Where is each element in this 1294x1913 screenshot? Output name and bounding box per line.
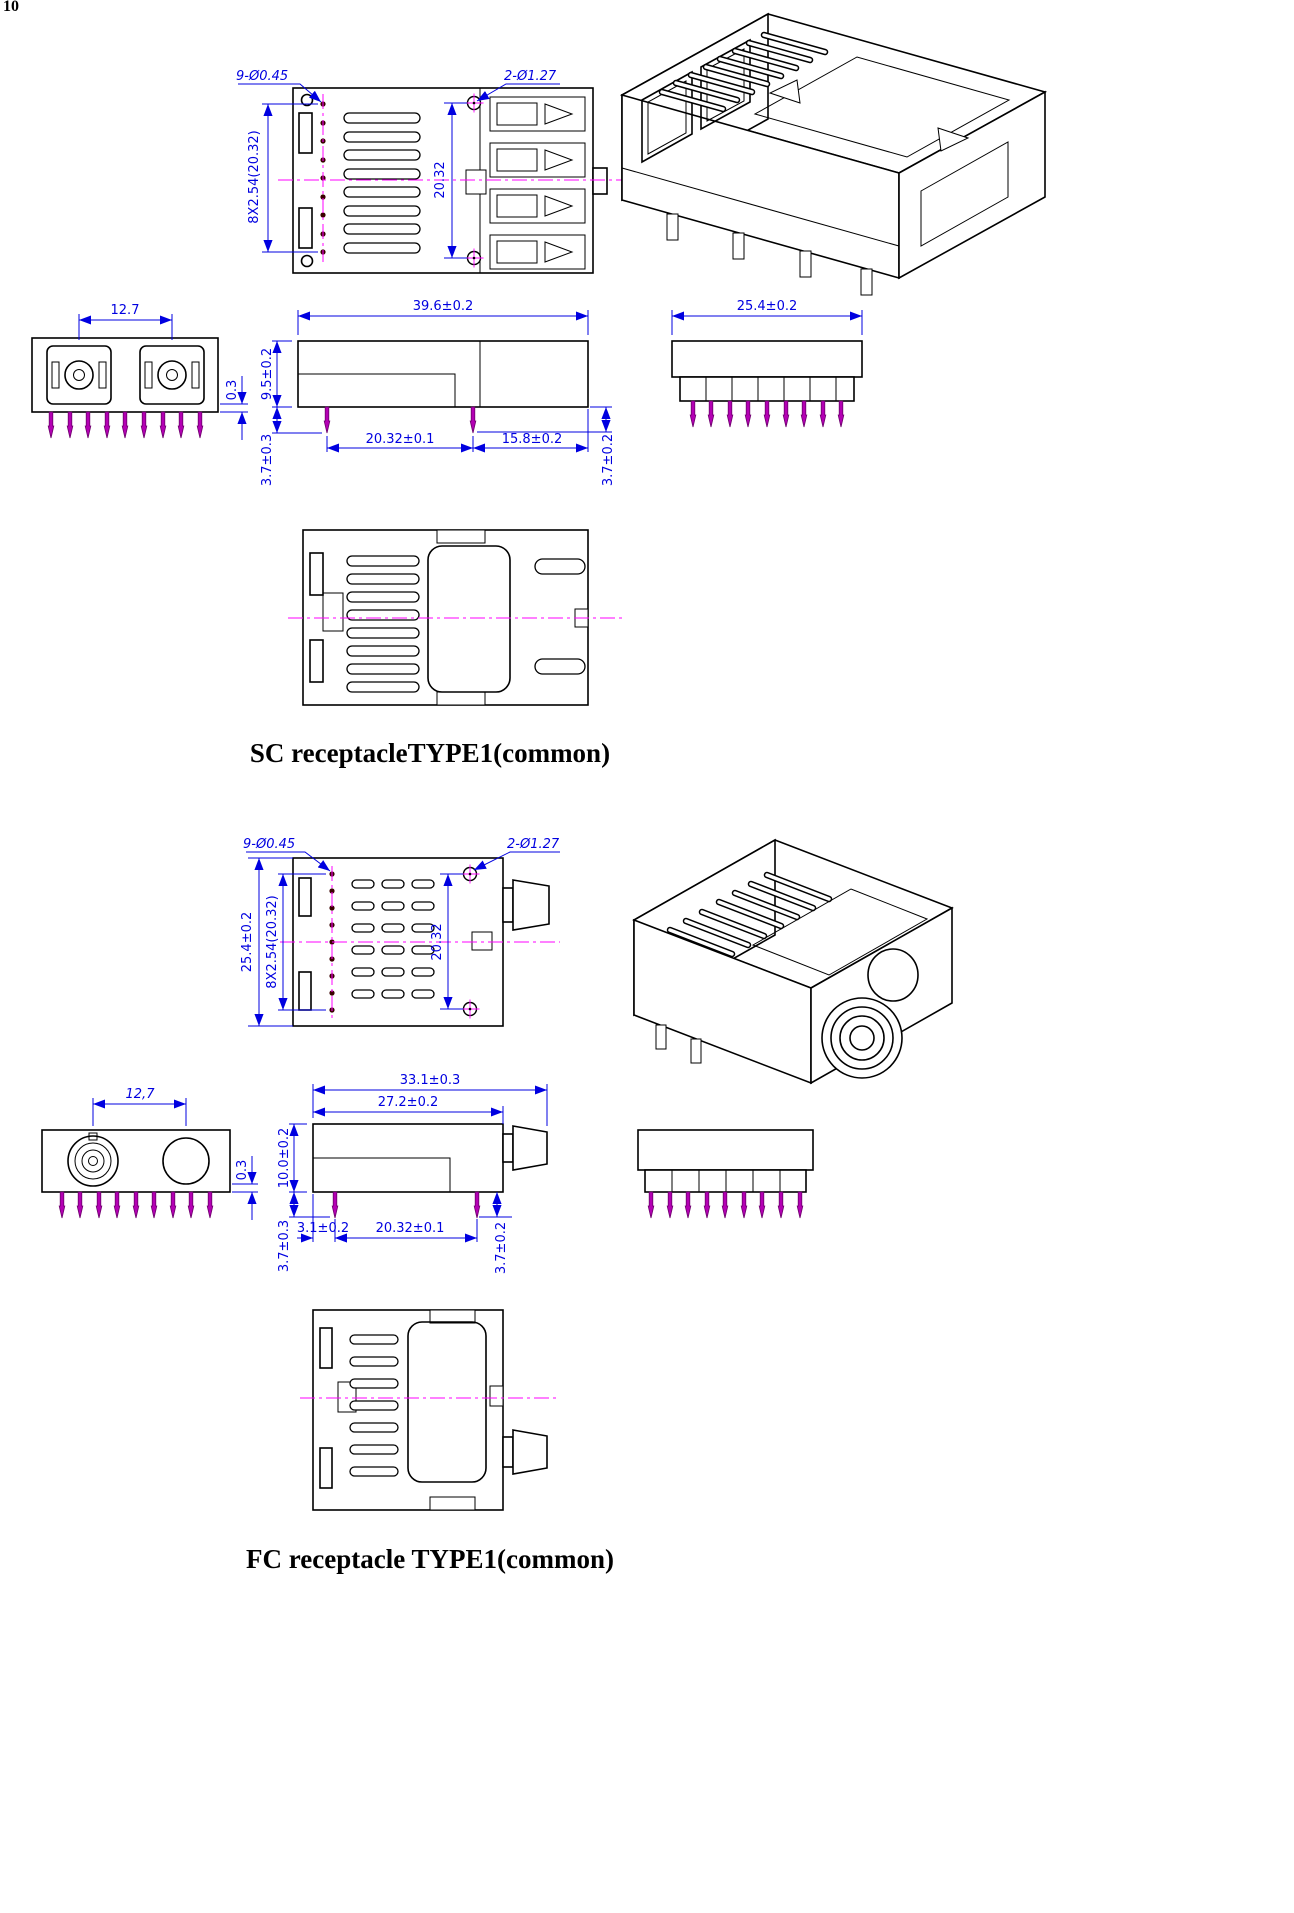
sc-dim-pin-length-rear: 3.7±0.2	[601, 434, 616, 486]
sc-rear-pins	[689, 400, 845, 428]
sc-dim-hole-span: 20.32	[433, 161, 448, 198]
sc-dim-hole-pattern-small: 9-Ø0.45	[236, 69, 288, 84]
sc-title: SC receptacleTYPE1(common)	[250, 738, 610, 768]
sc-dim-body-length: 39.6±0.2	[413, 299, 474, 314]
sc-dim-hole-pattern-large: 2-Ø1.27	[504, 69, 557, 84]
sc-dim-rear-length: 15.8±0.2	[502, 432, 563, 447]
sc-latch-windows	[489, 96, 586, 270]
fc-dim-port-spacing: 12,7	[126, 1087, 156, 1102]
sc-iso-vents	[658, 31, 829, 113]
fc-dim-overall-length: 33.1±0.3	[400, 1073, 461, 1088]
fc-dim-body-length: 27.2±0.2	[378, 1095, 439, 1110]
fc-side-view: 33.1±0.3 27.2±0.2 10.0±0.2 3.7±0.3 3.1±0…	[277, 1073, 548, 1274]
sc-front-pins	[47, 411, 204, 439]
fc-front-pins	[58, 1191, 214, 1219]
fc-dim-pin-length-front: 3.7±0.3	[277, 1220, 292, 1272]
sc-dim-pin-length-front: 3.7±0.3	[260, 434, 275, 486]
fc-front-view: 12,7 0.3	[41, 1087, 258, 1220]
fc-isometric-view	[632, 838, 954, 1085]
page-number-artifact: 10	[3, 0, 19, 15]
fc-title: FC receptacle TYPE1(common)	[246, 1544, 614, 1574]
fc-dim-hole-pattern-large: 2-Ø1.27	[507, 837, 560, 852]
sc-isometric-view	[619, 12, 1048, 296]
fc-dim-body-height: 10.0±0.2	[277, 1128, 292, 1189]
sc-front-view: 12.7 0.3	[31, 303, 248, 440]
fc-dim-hole-span: 20.32	[430, 923, 445, 960]
fc-vent-slots	[351, 879, 435, 999]
fc-dim-body-width: 25.4±0.2	[240, 912, 255, 973]
fc-dim-standoff: 0.3	[235, 1160, 250, 1181]
fc-iso-vents	[666, 871, 833, 958]
sc-dim-body-width: 25.4±0.2	[737, 299, 798, 314]
sc-dim-port-spacing: 12.7	[111, 303, 140, 318]
fc-rear-pins	[647, 1191, 804, 1219]
fc-rear-view	[637, 1129, 814, 1219]
fc-dim-pin-offset: 3.1±0.2	[297, 1221, 349, 1236]
fc-dim-hole-pattern-small: 9-Ø0.45	[243, 837, 295, 852]
fc-top-view: 25.4±0.2 8X2.54(20.32) 20.32 9-Ø0.45 2-Ø…	[240, 837, 560, 1027]
sc-side-view: 39.6±0.2 9.5±0.2 3.7±0.3 20.32±0.1 15.8±…	[260, 299, 616, 486]
fc-dim-pin-row-pitch: 8X2.54(20.32)	[265, 895, 280, 988]
sc-bottom-view	[288, 529, 622, 706]
sc-rear-view: 25.4±0.2	[671, 299, 863, 428]
fc-bottom-view	[300, 1309, 560, 1511]
fc-dim-pin-span: 20.32±0.1	[376, 1221, 445, 1236]
sc-dim-pin-row-pitch: 8X2.54(20.32)	[247, 130, 262, 223]
sc-top-view: 8X2.54(20.32) 20.32 9-Ø0.45 2-Ø1.27	[236, 69, 622, 274]
sc-dim-body-height: 9.5±0.2	[260, 348, 275, 400]
sc-dim-standoff: 0.3	[225, 380, 240, 401]
sc-dim-pin-span: 20.32±0.1	[366, 432, 435, 447]
fc-dim-pin-length-rear: 3.7±0.2	[494, 1222, 509, 1274]
